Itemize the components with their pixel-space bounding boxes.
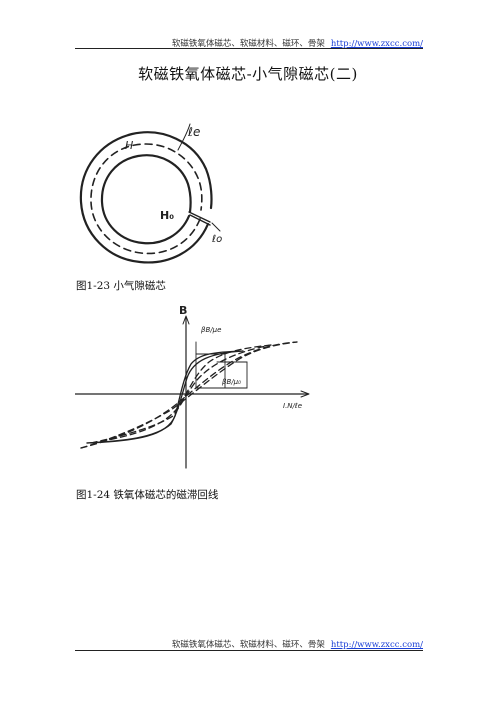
label-l0: ℓo — [212, 234, 222, 245]
axis-h-arrow — [300, 390, 310, 398]
gentle-loop-upper — [80, 341, 298, 449]
label-le: ℓe — [187, 125, 200, 139]
toroid-outer-edge — [79, 131, 213, 264]
steep-loop-upper — [86, 350, 244, 444]
header-text: 软磁铁氧体磁芯、软磁材料、磁环、骨架 — [171, 39, 325, 49]
air-gap-edge — [188, 211, 211, 223]
air-gap-edge — [189, 214, 211, 226]
figure-1-24-caption: 图1-24 铁氧体磁芯的磁滞回线 — [76, 489, 219, 501]
label-h: H — [125, 139, 133, 152]
header-rule — [75, 48, 423, 49]
toroid-inner-edge — [100, 154, 192, 245]
footer-link[interactable]: http://www.zxcc.com/ — [330, 640, 423, 650]
footer-rule — [75, 650, 423, 651]
label-db-mu-0: βB/μ₀ — [222, 378, 241, 386]
footer-text: 软磁铁氧体磁芯、软磁材料、磁环、骨架 — [171, 640, 325, 650]
gentle-loop-lower — [80, 341, 298, 449]
document-title: 软磁铁氧体磁芯-小气隙磁芯(二) — [138, 65, 358, 83]
page-footer: 软磁铁氧体磁芯、软磁材料、磁环、骨架 http://www.zxcc.com/ — [75, 638, 423, 650]
header-link[interactable]: http://www.zxcc.com/ — [330, 39, 423, 49]
figure-1-23-caption: 图1-23 小气隙磁芯 — [76, 280, 166, 292]
medium-loop-lower — [90, 344, 272, 444]
page-header: 软磁铁氧体磁芯、软磁材料、磁环、骨架 http://www.zxcc.com/ — [75, 37, 423, 49]
mean-magnetic-path — [90, 143, 203, 255]
label-x-axis: I.N/ℓe — [283, 402, 302, 410]
medium-loop-upper — [90, 344, 272, 444]
label-b: B — [179, 304, 187, 317]
le-pointer — [177, 123, 191, 151]
figure-1-24-hysteresis: B βB/μe βB/μ₀ I.N/ℓe — [75, 304, 310, 469]
steep-loop-lower — [86, 350, 244, 444]
axis-b-arrow — [182, 315, 190, 325]
label-h0: H₀ — [160, 209, 174, 222]
gap-pointer — [211, 222, 221, 232]
label-db-mu-e: βB/μe — [201, 326, 221, 334]
figure-1-23-toroid: ℓe H H₀ ℓo — [79, 123, 222, 264]
